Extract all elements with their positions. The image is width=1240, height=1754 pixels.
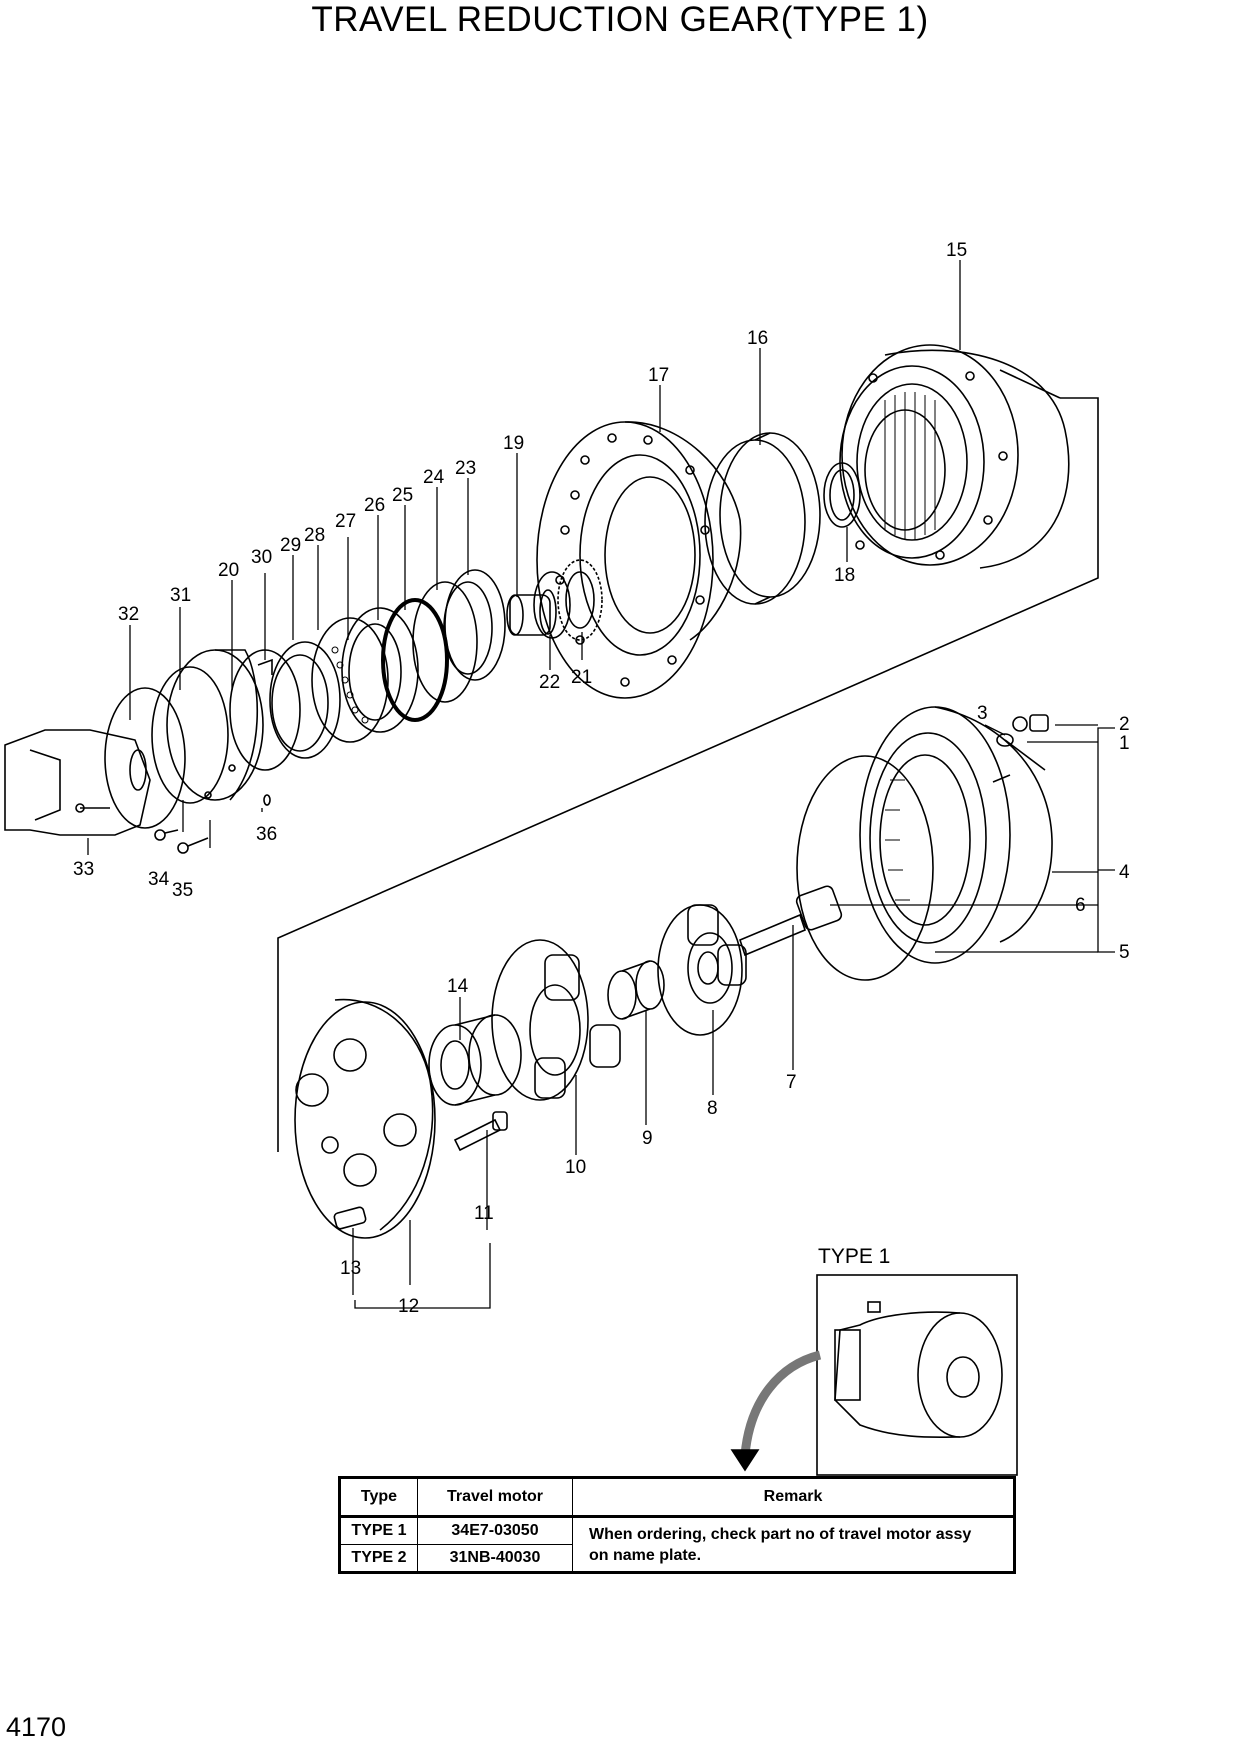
callout-30: 30 (251, 547, 272, 568)
callout-27: 27 (335, 511, 356, 532)
part-8-carrier (657, 904, 747, 1036)
cell-motor: 31NB-40030 (417, 1544, 573, 1573)
callout-34: 34 (148, 869, 170, 890)
cell-type: TYPE 2 (339, 1544, 418, 1573)
part-21-22-gear-washer (533, 559, 603, 641)
callout-15: 15 (946, 240, 967, 261)
callout-8: 8 (707, 1098, 718, 1119)
part-33-motor (4, 729, 151, 836)
remark-line-2: on name plate. (589, 1546, 702, 1564)
part-12-carrier-assy (294, 998, 436, 1239)
callout-12: 12 (398, 1296, 419, 1317)
table-header-row: Type Travel motor Remark (339, 1477, 1015, 1518)
callout-22: 22 (539, 672, 560, 693)
callout-1: 1 (1119, 733, 1130, 754)
bolts-34-35-36 (154, 794, 271, 854)
callout-29: 29 (280, 535, 301, 556)
inset-label: TYPE 1 (818, 1245, 891, 1268)
part-9-sun-gear (607, 960, 665, 1020)
callout-31: 31 (170, 585, 191, 606)
part-11-13-bolt-pin (333, 1111, 508, 1230)
callout-9: 9 (642, 1128, 653, 1149)
page-number: 4170 (6, 1712, 67, 1742)
part-19-pinion (506, 589, 557, 636)
callout-13: 13 (340, 1258, 361, 1279)
callout-7: 7 (786, 1072, 797, 1093)
header-type: Type (339, 1477, 418, 1518)
callout-25: 25 (392, 485, 413, 506)
callout-24: 24 (423, 467, 445, 488)
part-28-30-rings (229, 641, 341, 771)
cell-type: TYPE 1 (339, 1516, 418, 1545)
callout-26: 26 (364, 495, 385, 516)
part-1-3-plug (996, 714, 1049, 747)
callout-32: 32 (118, 604, 139, 625)
callout-28: 28 (304, 525, 325, 546)
part-6-7-shaft (739, 885, 843, 957)
callout-11: 11 (474, 1203, 494, 1224)
callout-14: 14 (447, 976, 469, 997)
cell-remark: When ordering, check part no of travel m… (572, 1516, 1015, 1573)
part-14-gear (428, 1014, 522, 1106)
table-row: TYPE 1 34E7-03050 When ordering, check p… (339, 1516, 1015, 1573)
header-travel-motor: Travel motor (417, 1477, 573, 1518)
callout-33: 33 (73, 859, 94, 880)
group-outline (277, 397, 1099, 1152)
callout-3: 3 (977, 703, 988, 724)
part-23-25-rings (381, 569, 506, 722)
part-16-seal (704, 432, 821, 605)
part-31-carrier (151, 649, 264, 804)
callout-23: 23 (455, 458, 476, 479)
part-5-oring (796, 755, 934, 981)
type1-inset (816, 1274, 1018, 1476)
callout-21: 21 (571, 667, 592, 688)
table-row: TYPE 2 31NB-40030 (339, 1544, 1015, 1573)
callout-4: 4 (1119, 862, 1130, 883)
travel-motor-table: Type Travel motor Remark TYPE 1 34E7-030… (338, 1476, 1016, 1574)
callout-17: 17 (648, 365, 669, 386)
callout-36: 36 (256, 824, 277, 845)
callout-labels: 1 2 3 4 5 6 7 8 9 10 11 12 13 14 15 16 1… (73, 240, 1130, 1317)
callout-6: 6 (1075, 895, 1086, 916)
leader-lines (87, 260, 1115, 1309)
callout-5: 5 (1119, 942, 1130, 963)
part-17-flange (536, 421, 742, 699)
page-title: TRAVEL REDUCTION GEAR(TYPE 1) (311, 0, 929, 39)
callout-18: 18 (834, 565, 855, 586)
remark-line-1: When ordering, check part no of travel m… (589, 1525, 972, 1543)
callout-35: 35 (172, 880, 193, 901)
callout-10: 10 (565, 1157, 586, 1178)
callout-2: 2 (1119, 714, 1130, 735)
part-10-carrier (491, 939, 621, 1101)
part-18-ring (823, 462, 861, 528)
callout-16: 16 (747, 328, 768, 349)
part-26-27-bearing (311, 607, 419, 743)
cell-motor: 34E7-03050 (417, 1516, 573, 1545)
callout-20: 20 (218, 560, 239, 581)
callout-19: 19 (503, 433, 524, 454)
curved-arrow (730, 1350, 822, 1472)
part-32-oring (104, 687, 186, 829)
part-15-housing (839, 344, 1070, 569)
header-remark: Remark (572, 1477, 1015, 1518)
part-4-ring-gear (859, 706, 1053, 964)
